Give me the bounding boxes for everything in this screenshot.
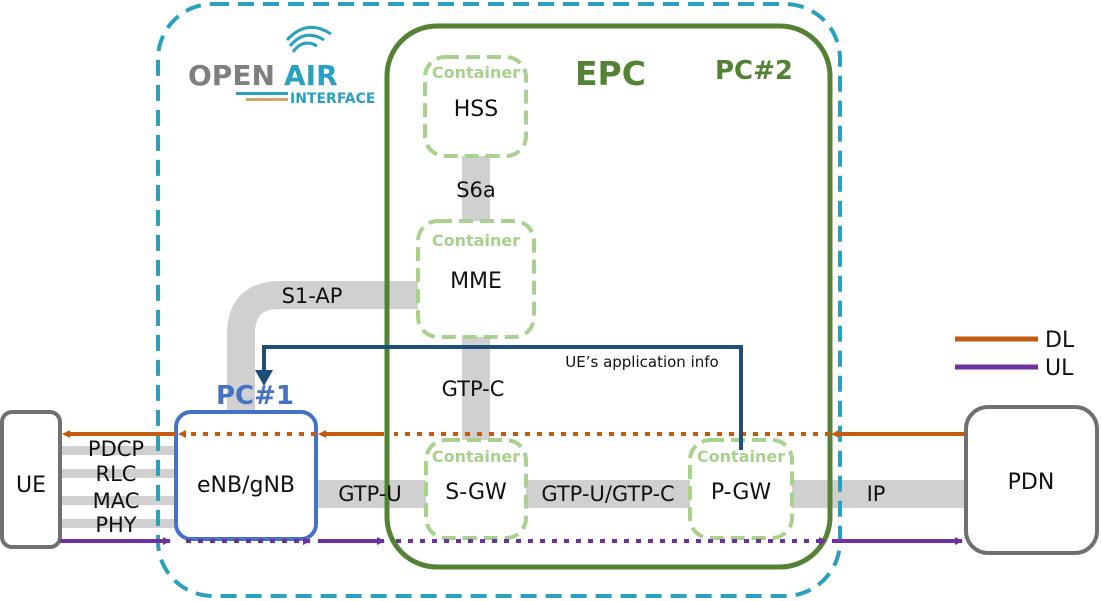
- legend-dl-label: DL: [1045, 328, 1075, 353]
- app-info-label: UE’s application info: [565, 353, 718, 371]
- s1ap-link: [227, 281, 418, 412]
- sgw-container-label: Container: [432, 447, 520, 466]
- oai-boundary: [156, 2, 842, 598]
- ip-label: IP: [867, 482, 886, 506]
- legend-ul-label: UL: [1045, 356, 1074, 381]
- gtpu-gtpc-link: [526, 480, 690, 508]
- hss-container-label: Container: [432, 63, 520, 82]
- openair-logo: OPEN AIR INTERFACE: [188, 25, 375, 107]
- epc-boundary: [384, 23, 833, 570]
- s6a-link: [462, 155, 490, 223]
- epc-title: EPC: [575, 54, 646, 93]
- gtpu-label: GTP-U: [338, 482, 402, 506]
- s1ap-label: S1-AP: [282, 284, 343, 308]
- stack-rlc: RLC: [96, 462, 137, 486]
- ue-label: UE: [16, 473, 46, 498]
- pgw-container[interactable]: Container P-GW: [688, 438, 794, 540]
- pc1-label: PC#1: [216, 381, 294, 411]
- stack-band-rlc: [60, 469, 178, 478]
- enb-node[interactable]: eNB/gNB: [174, 410, 318, 541]
- stack-band-phy: [60, 519, 178, 528]
- logo-interface: INTERFACE: [290, 91, 375, 107]
- interface-links: [60, 155, 968, 528]
- sgw-container[interactable]: Container S-GW: [424, 438, 528, 540]
- mme-container[interactable]: Container MME: [416, 219, 536, 339]
- ip-link: [792, 480, 968, 508]
- gtpc-link: [462, 337, 490, 440]
- stack-band-pdcp: [60, 446, 178, 455]
- gtpu-link: [316, 480, 426, 508]
- ue-node[interactable]: UE: [0, 410, 62, 549]
- hss-container[interactable]: Container HSS: [423, 55, 528, 158]
- pgw-label: P-GW: [711, 480, 772, 505]
- mme-container-label: Container: [432, 231, 520, 250]
- sgw-label: S-GW: [445, 480, 507, 505]
- s6a-label: S6a: [456, 178, 496, 202]
- gtpc-label: GTP-C: [442, 377, 505, 401]
- stack-pdcp: PDCP: [88, 437, 144, 461]
- pgw-container-label: Container: [697, 447, 785, 466]
- legend: DL UL: [955, 328, 1075, 381]
- stack-band-mac: [60, 496, 178, 505]
- hss-label: HSS: [454, 97, 498, 122]
- logo-air: AIR: [284, 59, 338, 92]
- stack-mac: MAC: [93, 489, 140, 513]
- pdn-node[interactable]: PDN: [964, 405, 1099, 555]
- logo-open: OPEN: [188, 59, 275, 92]
- pc2-label: PC#2: [715, 56, 793, 86]
- app-info-arrow: [255, 345, 743, 450]
- enb-label: eNB/gNB: [197, 473, 295, 498]
- mme-label: MME: [450, 269, 502, 294]
- gtpu-gtpc-label: GTP-U/GTP-C: [541, 482, 674, 506]
- stack-phy: PHY: [95, 513, 136, 537]
- pdn-label: PDN: [1008, 470, 1055, 495]
